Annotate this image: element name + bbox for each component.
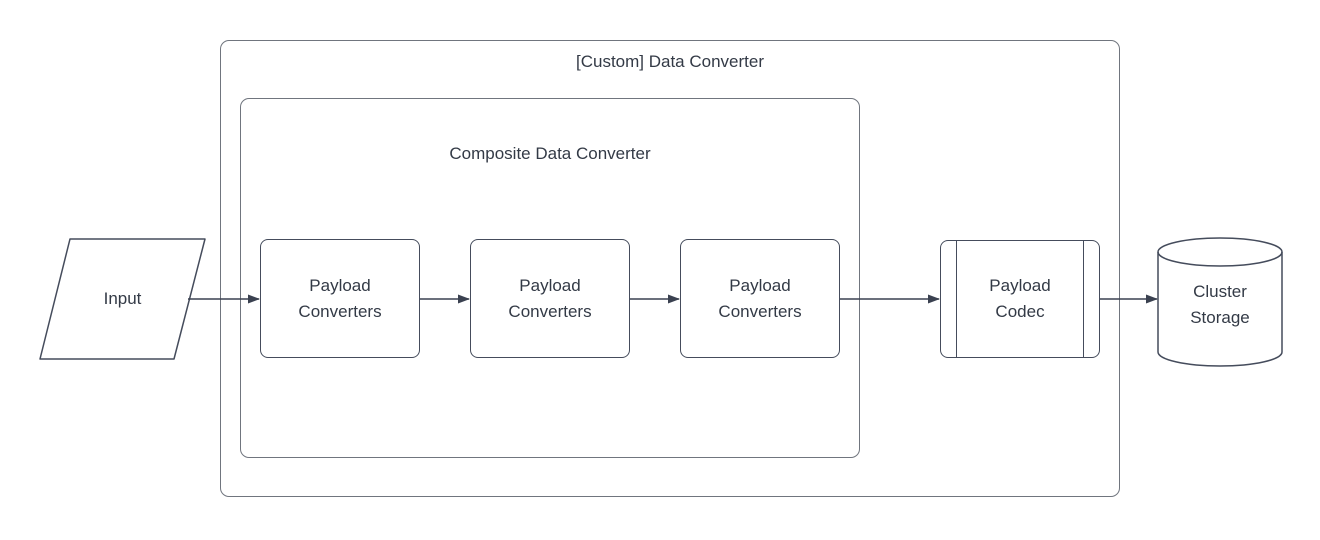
cluster-storage-label: Cluster Storage [1178, 250, 1262, 360]
input-label-text: Input [103, 289, 142, 308]
input-label: Input [40, 240, 205, 358]
payload-converters-node-3-label: Payload Converters [718, 275, 802, 321]
composite-data-converter-container [240, 98, 860, 458]
payload-converters-node-2: Payload Converters [470, 239, 630, 358]
payload-converters-node-1-label: Payload Converters [298, 275, 382, 321]
payload-converters-node-1: Payload Converters [260, 239, 420, 358]
payload-codec-node: Payload Codec [940, 240, 1100, 358]
custom-data-converter-title: [Custom] Data Converter [575, 52, 764, 71]
codec-left-bar [956, 241, 957, 357]
composite-data-converter-title: Composite Data Converter [449, 144, 651, 163]
payload-codec-label: Payload Codec [989, 276, 1051, 321]
cluster-storage-label-text: Cluster Storage [1190, 282, 1250, 327]
input-shape [39, 238, 206, 360]
custom-data-converter-container [220, 40, 1120, 497]
payload-converters-node-3: Payload Converters [680, 239, 840, 358]
payload-converters-node-2-label: Payload Converters [508, 275, 592, 321]
codec-right-bar [1083, 241, 1084, 357]
cluster-storage-shape [1157, 237, 1283, 367]
